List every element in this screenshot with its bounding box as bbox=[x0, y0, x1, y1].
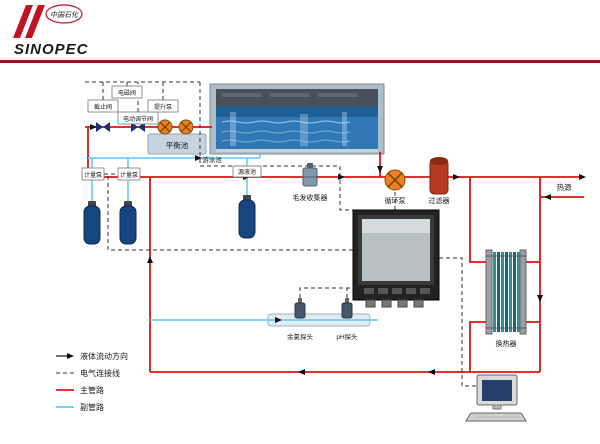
main-pipeline-path bbox=[85, 126, 584, 373]
lift-pump-box bbox=[147, 99, 179, 113]
legend: 液体流动方向 电气连接线 主管路 副管路 bbox=[56, 351, 128, 412]
component-labels: 平衡池 游泳池 毛发收集器 循环泵 过滤器 热源 换热器 余氯探头 pH探头 bbox=[166, 140, 572, 348]
dosing-pump-1-box bbox=[81, 167, 105, 181]
logo-brand-cn: 中国石化 bbox=[50, 11, 79, 19]
legend-main-label: 主管路 bbox=[80, 385, 104, 395]
pool-background bbox=[216, 89, 378, 107]
arrow-right-icon bbox=[275, 317, 282, 323]
computer-icon bbox=[465, 374, 527, 422]
logo-brand-en: SINOPEC bbox=[14, 41, 89, 58]
arrow-left-icon bbox=[428, 369, 435, 375]
main-pipeline bbox=[85, 126, 584, 373]
balance-tank-label: 平衡池 bbox=[166, 140, 189, 150]
dosing-pump-1-label: 计量泵 bbox=[84, 171, 102, 179]
arrow-right-icon bbox=[90, 124, 97, 130]
legend-electric-label: 电气连接线 bbox=[80, 368, 120, 378]
source-tank bbox=[238, 195, 256, 239]
stop-valve-label: 截止阀 bbox=[94, 103, 112, 111]
arrow-left-icon bbox=[298, 369, 305, 375]
secondary-pipeline bbox=[88, 154, 378, 321]
solenoid-valve-label: 电磁阀 bbox=[118, 89, 136, 97]
motor-valve-box bbox=[117, 111, 159, 125]
logo-mark-stroke-2 bbox=[25, 5, 45, 38]
ph-sensor-label: pH探头 bbox=[336, 332, 358, 341]
arrow-right-icon bbox=[195, 155, 202, 161]
chlorine-sensor-icon bbox=[294, 298, 306, 319]
balance-tank bbox=[147, 133, 207, 155]
stop-valve-box bbox=[87, 99, 119, 113]
source-tank-label: 源液池 bbox=[238, 168, 256, 176]
control-label-boxes: 截止阀 电磁阀 电动调节阀 提升泵 计量泵 计量泵 源液池 bbox=[81, 85, 262, 181]
source-tank-box bbox=[232, 165, 262, 178]
ph-sensor-icon bbox=[341, 298, 353, 319]
lift-pump-label: 提升泵 bbox=[154, 103, 172, 111]
hair-collector-icon bbox=[302, 163, 318, 187]
pool-image bbox=[209, 83, 385, 155]
heat-exchanger-icon bbox=[485, 249, 527, 335]
arrow-left-icon bbox=[544, 194, 551, 200]
logo-oval bbox=[45, 4, 83, 24]
solenoid-valve-box bbox=[111, 85, 143, 99]
electric-lines-path bbox=[85, 81, 478, 387]
arrow-down-icon bbox=[537, 295, 543, 302]
hair-collector-label: 毛发收集器 bbox=[293, 193, 328, 202]
filter-label: 过滤器 bbox=[429, 196, 450, 205]
arrow-up-icon bbox=[147, 256, 153, 263]
header-rule bbox=[0, 60, 600, 63]
solenoid-valve-icon bbox=[131, 122, 145, 132]
sinopec-logo: 中国石化 SINOPEC bbox=[10, 2, 106, 65]
legend-arrow-icon bbox=[67, 353, 74, 359]
dosing-tank-2 bbox=[119, 201, 137, 245]
circulation-pump-label: 循环泵 bbox=[385, 196, 406, 205]
legend-secondary-label: 副管路 bbox=[80, 402, 104, 412]
stop-valve-icon bbox=[96, 122, 110, 132]
arrow-down-icon bbox=[377, 166, 383, 173]
motor-valve-label: 电动调节阀 bbox=[123, 115, 153, 123]
chlorine-sensor-label: 余氯探头 bbox=[287, 332, 314, 341]
dosing-pump-2-box bbox=[117, 167, 141, 181]
arrow-right-icon bbox=[579, 174, 586, 180]
arrow-right-icon bbox=[338, 174, 345, 180]
dosing-pump-2-label: 计量泵 bbox=[120, 171, 138, 179]
monitor-screen bbox=[482, 380, 512, 401]
legend-flow-label: 液体流动方向 bbox=[80, 351, 128, 361]
dosing-tank-1 bbox=[83, 201, 101, 245]
lift-pump-1-icon bbox=[157, 119, 173, 135]
logo-mark-stroke-1 bbox=[13, 5, 33, 38]
lift-pump-2-icon bbox=[178, 119, 194, 135]
electric-lines bbox=[85, 81, 478, 387]
pool-label: 游泳池 bbox=[202, 155, 222, 164]
heat-source-label: 热源 bbox=[557, 182, 572, 192]
flow-arrows bbox=[90, 124, 586, 375]
heat-exchanger-label: 换热器 bbox=[496, 339, 517, 348]
circulation-pump-icon bbox=[384, 169, 406, 191]
filter-icon bbox=[429, 157, 449, 195]
arrow-right-icon bbox=[453, 174, 460, 180]
controller-cabinet bbox=[352, 209, 440, 308]
secondary-pipeline-path bbox=[88, 154, 378, 321]
